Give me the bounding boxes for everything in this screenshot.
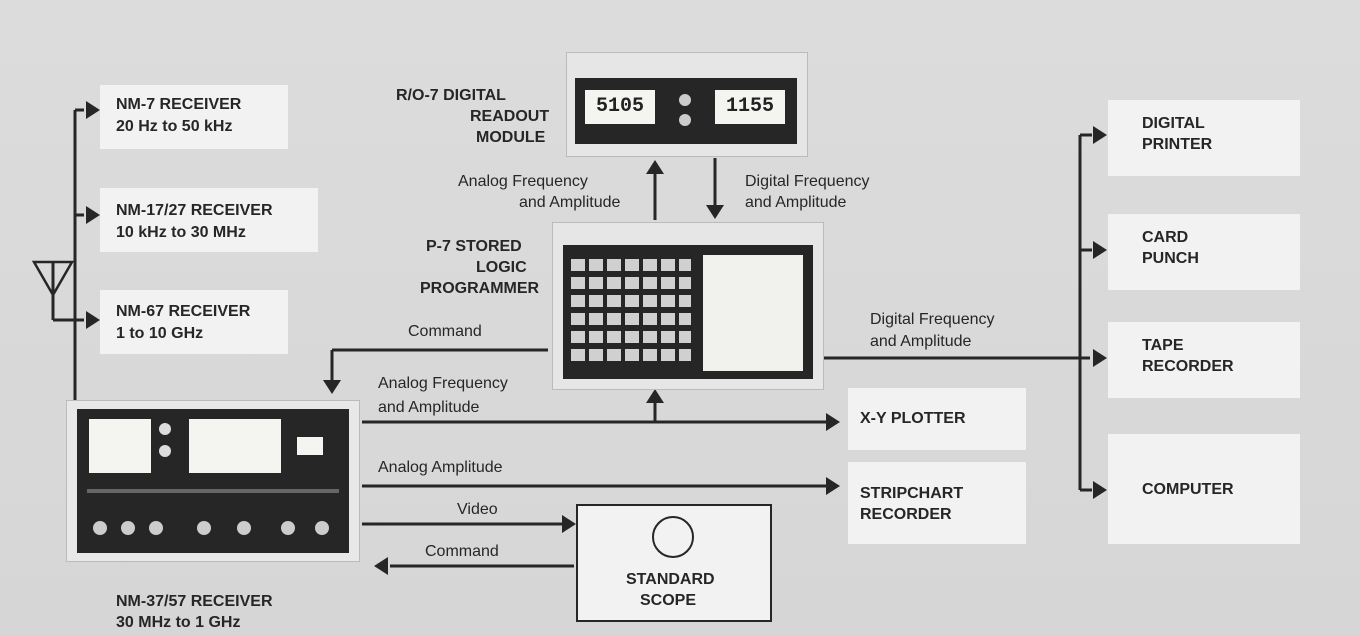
tape-recorder-line2: RECORDER <box>1142 358 1234 375</box>
video-label: Video <box>457 501 498 518</box>
tape-recorder-line1: TAPE <box>1142 337 1184 354</box>
knob-icon <box>159 423 171 435</box>
arrow-right-icon <box>1093 126 1107 144</box>
arrow-right-icon <box>1093 349 1107 367</box>
programmer-label-line1: P-7 STORED <box>426 238 522 255</box>
readout-display-right: 1155 <box>715 90 785 124</box>
stripchart-box: STRIPCHART RECORDER <box>848 462 1026 544</box>
knob-icon <box>237 521 251 535</box>
knob-icon <box>315 521 329 535</box>
computer-box: COMPUTER <box>1108 434 1300 544</box>
card-punch-box: CARD PUNCH <box>1108 214 1300 290</box>
nm67-name: NM-67 RECEIVER <box>116 303 251 320</box>
card-punch-line2: PUNCH <box>1142 250 1199 267</box>
meter-left-icon <box>89 419 151 473</box>
scope-line2: SCOPE <box>640 592 697 609</box>
digital-freq-amp-down-line2: and Amplitude <box>745 194 847 211</box>
nm3757-range: 30 MHz to 1 GHz <box>116 614 241 631</box>
arrow-down-icon <box>706 205 724 219</box>
arrow-right-icon <box>826 477 840 495</box>
command-top-label: Command <box>408 323 482 340</box>
knob-icon <box>281 521 295 535</box>
arrow-left-icon <box>374 557 388 575</box>
scope-line1: STANDARD <box>626 571 715 588</box>
readout-module-instrument: 5105 1155 <box>566 52 808 157</box>
arrow-right-icon <box>86 311 100 329</box>
nm7-name: NM-7 RECEIVER <box>116 96 242 113</box>
nm1727-range: 10 kHz to 30 MHz <box>116 224 246 241</box>
nm3757-receiver-instrument <box>66 400 360 562</box>
analog-freq-amp-mid-line1: Analog Frequency <box>378 375 508 392</box>
readout-label-line1: R/O-7 DIGITAL <box>396 87 506 104</box>
nm7-range: 20 Hz to 50 kHz <box>116 118 233 135</box>
nm3757-name: NM-37/57 RECEIVER <box>116 593 273 610</box>
digital-freq-amp-right-line2: and Amplitude <box>870 333 972 350</box>
stripchart-line2: RECORDER <box>860 506 952 523</box>
analog-amplitude-label: Analog Amplitude <box>378 459 503 476</box>
meter-center-icon <box>189 419 281 473</box>
programmer-label-line3: PROGRAMMER <box>420 280 540 297</box>
nm67-range: 1 to 10 GHz <box>116 325 204 342</box>
arrow-up-icon <box>646 389 664 403</box>
computer-label: COMPUTER <box>1142 481 1234 498</box>
analog-freq-amp-up-line2: and Amplitude <box>519 194 621 211</box>
button-grid-icon <box>571 259 691 365</box>
digital-printer-line2: PRINTER <box>1142 136 1213 153</box>
xy-plotter-label: X-Y PLOTTER <box>860 410 966 427</box>
display-icon <box>297 437 323 455</box>
arrow-right-icon <box>1093 241 1107 259</box>
digital-printer-box: DIGITAL PRINTER <box>1108 100 1300 176</box>
panel-window-icon <box>703 255 803 371</box>
knob-icon <box>679 94 691 106</box>
readout-display-left: 5105 <box>585 90 655 124</box>
arrow-right-icon <box>86 101 100 119</box>
knob-icon <box>679 114 691 126</box>
analog-freq-amp-mid-line2: and Amplitude <box>378 399 480 416</box>
arrow-right-icon <box>86 206 100 224</box>
analog-freq-amp-up-line1: Analog Frequency <box>458 173 588 190</box>
xy-plotter-box: X-Y PLOTTER <box>848 388 1026 450</box>
digital-freq-amp-right-line1: Digital Frequency <box>870 311 995 328</box>
command-bottom-label: Command <box>425 543 499 560</box>
antenna-icon <box>31 260 84 322</box>
nm1727-name: NM-17/27 RECEIVER <box>116 202 273 219</box>
readout-label-line3: MODULE <box>476 129 546 146</box>
arrow-right-icon <box>826 413 840 431</box>
tape-recorder-box: TAPE RECORDER <box>1108 322 1300 398</box>
arrow-right-icon <box>1093 481 1107 499</box>
programmer-label-line2: LOGIC <box>476 259 527 276</box>
scope-screen-icon <box>652 516 694 558</box>
nm1727-receiver-box: NM-17/27 RECEIVER 10 kHz to 30 MHz <box>100 188 318 252</box>
arrow-up-icon <box>646 160 664 174</box>
digital-freq-amp-down-line1: Digital Frequency <box>745 173 870 190</box>
knob-icon <box>197 521 211 535</box>
knob-icon <box>93 521 107 535</box>
card-punch-line1: CARD <box>1142 229 1189 246</box>
knob-icon <box>149 521 163 535</box>
readout-label-line2: READOUT <box>470 108 550 125</box>
arrow-down-icon <box>323 380 341 394</box>
nm67-receiver-box: NM-67 RECEIVER 1 to 10 GHz <box>100 290 288 354</box>
stripchart-line1: STRIPCHART <box>860 485 964 502</box>
digital-printer-line1: DIGITAL <box>1142 115 1205 132</box>
programmer-instrument <box>552 222 824 390</box>
knob-icon <box>121 521 135 535</box>
standard-scope-box: STANDARD SCOPE <box>576 504 772 622</box>
arrow-right-icon <box>562 515 576 533</box>
nm7-receiver-box: NM-7 RECEIVER 20 Hz to 50 kHz <box>100 85 288 149</box>
knob-icon <box>159 445 171 457</box>
